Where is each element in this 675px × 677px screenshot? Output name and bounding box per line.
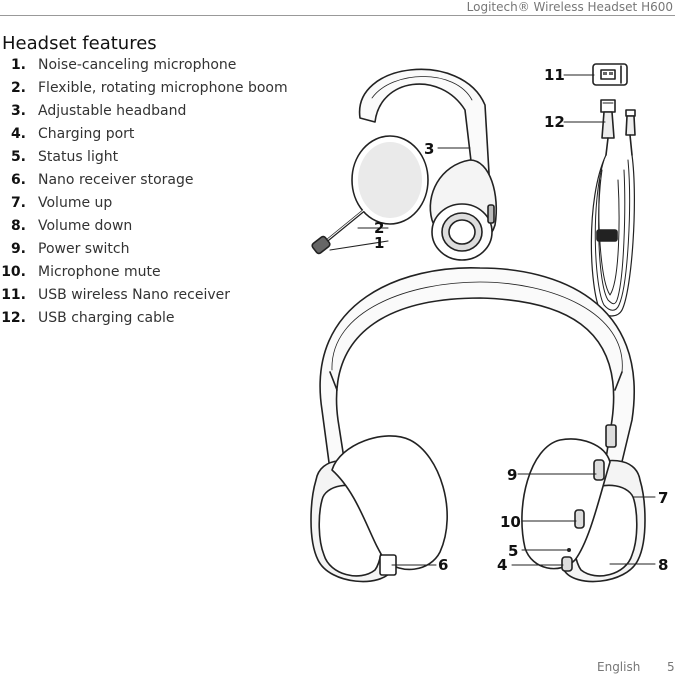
document-header: Logitech® Wireless Headset H600 — [466, 0, 673, 14]
feature-label: Power switch — [38, 241, 130, 257]
feature-list: 1. Noise-canceling microphone 2. Flexible,… — [0, 55, 300, 331]
feature-item: 3. Adjustable headband — [0, 101, 300, 124]
callout-11: 11 — [544, 66, 565, 84]
feature-number: 8. — [10, 218, 26, 234]
callout-12: 12 — [544, 113, 565, 131]
feature-label: Nano receiver storage — [38, 172, 194, 188]
callout-10: 10 — [500, 513, 521, 531]
header-divider — [0, 15, 675, 16]
feature-item: 2. Flexible, rotating microphone boom — [0, 78, 300, 101]
callout-3: 3 — [424, 140, 434, 158]
feature-label: Flexible, rotating microphone boom — [38, 80, 288, 96]
feature-item: 9. Power switch — [0, 239, 300, 262]
side-view-headset — [311, 68, 498, 261]
callout-1: 1 — [374, 234, 384, 252]
feature-number: 12. — [1, 310, 26, 326]
feature-item: 5. Status light — [0, 147, 300, 170]
feature-number: 1. — [10, 57, 26, 73]
feature-item: 10. Microphone mute — [0, 262, 300, 285]
front-view-headset — [310, 267, 646, 583]
feature-label: Volume up — [38, 195, 113, 211]
page-number: 5 — [667, 660, 675, 674]
feature-item: 4. Charging port — [0, 124, 300, 147]
callout-9: 9 — [507, 466, 517, 484]
callout-5: 5 — [508, 542, 518, 560]
feature-item: 8. Volume down — [0, 216, 300, 239]
section-title: Headset features — [2, 33, 157, 54]
callout-6: 6 — [438, 556, 448, 574]
feature-number: 9. — [10, 241, 26, 257]
feature-item: 11. USB wireless Nano receiver — [0, 285, 300, 308]
feature-label: Charging port — [38, 126, 135, 142]
callout-leaders — [329, 74, 656, 566]
feature-number: 10. — [1, 264, 26, 280]
feature-number: 4. — [10, 126, 26, 142]
nano-receiver — [592, 63, 628, 86]
headset-illustration: 11 12 3 2 1 9 10 5 4 6 7 8 — [310, 63, 668, 583]
feature-number: 2. — [10, 80, 26, 96]
feature-number: 6. — [10, 172, 26, 188]
feature-label: Status light — [38, 149, 119, 165]
feature-item: 6. Nano receiver storage — [0, 170, 300, 193]
feature-number: 11. — [1, 287, 26, 303]
callout-7: 7 — [658, 489, 668, 507]
feature-item: 7. Volume up — [0, 193, 300, 216]
feature-number: 3. — [10, 103, 26, 119]
feature-label: USB charging cable — [38, 310, 175, 326]
callout-8: 8 — [658, 556, 668, 574]
feature-label: USB wireless Nano receiver — [38, 287, 230, 303]
callout-2: 2 — [374, 219, 384, 237]
footer-language: English — [597, 660, 641, 674]
callout-4: 4 — [497, 556, 507, 574]
feature-number: 5. — [10, 149, 26, 165]
usb-cable — [590, 99, 636, 317]
feature-label: Microphone mute — [38, 264, 161, 280]
feature-number: 7. — [10, 195, 26, 211]
feature-item: 1. Noise-canceling microphone — [0, 55, 300, 78]
feature-label: Adjustable headband — [38, 103, 187, 119]
feature-label: Noise-canceling microphone — [38, 57, 237, 73]
feature-label: Volume down — [38, 218, 133, 234]
feature-item: 12. USB charging cable — [0, 308, 300, 331]
